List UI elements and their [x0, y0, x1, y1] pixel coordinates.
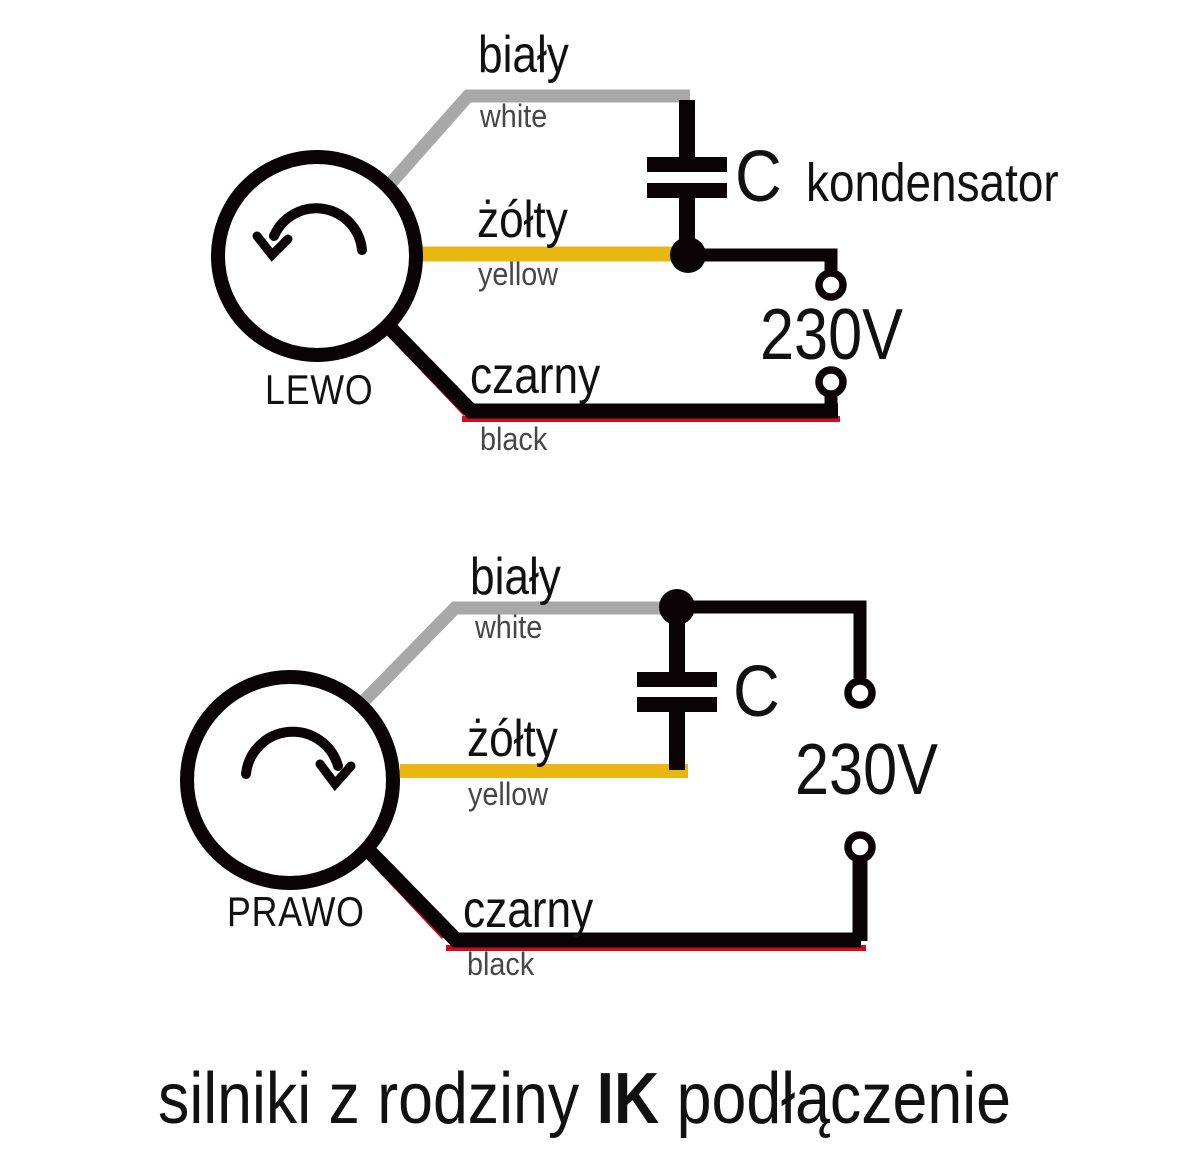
- wire-label-black-pl: czarny: [470, 347, 601, 405]
- capacitor-symbol-label: C: [735, 137, 782, 217]
- capacitor-plate: [647, 183, 727, 198]
- wire-label-black-en: black: [480, 421, 548, 457]
- capacitor-symbol-label: C: [733, 652, 780, 732]
- motor-symbol: [211, 150, 423, 362]
- wire-label-white-pl: biały: [478, 26, 569, 84]
- wire-label-yellow-pl: żółty: [467, 710, 558, 768]
- capacitor-symbol: [637, 612, 717, 770]
- motor-symbol: [180, 670, 400, 890]
- motor-lewo-group: [211, 89, 847, 422]
- capacitor-symbol: [647, 100, 727, 258]
- motor-prawo-group: [180, 589, 876, 951]
- wire-label-white-en: white: [480, 98, 548, 134]
- terminal-circle: [815, 366, 847, 398]
- page-caption: silniki z rodziny IK podłączenie: [158, 1063, 1011, 1135]
- capacitor-plate: [647, 157, 727, 172]
- wire-label-black-pl: czarny: [463, 881, 594, 939]
- counterclockwise-arrow-icon: [269, 203, 367, 255]
- clockwise-arrowhead-icon: [315, 759, 356, 792]
- black-wire: [386, 324, 838, 419]
- rotation-label-lewo: LEWO: [265, 366, 374, 413]
- wire-label-black-en: black: [467, 946, 535, 982]
- wire-label-yellow-en: yellow: [478, 256, 559, 292]
- white-wire: [355, 601, 680, 710]
- wire-label-yellow-en: yellow: [468, 776, 549, 812]
- capacitor-plate: [637, 697, 717, 712]
- voltage-label: 230V: [760, 295, 903, 375]
- counterclockwise-arrowhead-icon: [252, 231, 293, 262]
- caption-model-name: IK: [596, 1059, 660, 1139]
- capacitor-word-label: kondensator: [806, 153, 1059, 213]
- wire-label-white-en: white: [475, 609, 543, 645]
- clockwise-arrow-icon: [241, 726, 343, 779]
- caption-suffix: podłączenie: [676, 1059, 1011, 1139]
- wire-label-yellow-pl: żółty: [477, 191, 568, 249]
- voltage-label: 230V: [795, 730, 938, 810]
- wire-label-white-pl: biały: [470, 548, 561, 606]
- terminal-circle: [844, 677, 876, 709]
- supply-wire-top: [688, 248, 838, 271]
- terminal-circle: [844, 831, 876, 863]
- rotation-label-prawo: PRAWO: [227, 888, 365, 935]
- caption-prefix: silniki z rodziny: [158, 1059, 580, 1139]
- black-wire: [363, 845, 861, 948]
- capacitor-plate: [637, 672, 717, 687]
- supply-wire-top: [677, 600, 867, 678]
- white-wire: [386, 89, 690, 188]
- terminal-circle: [815, 269, 847, 301]
